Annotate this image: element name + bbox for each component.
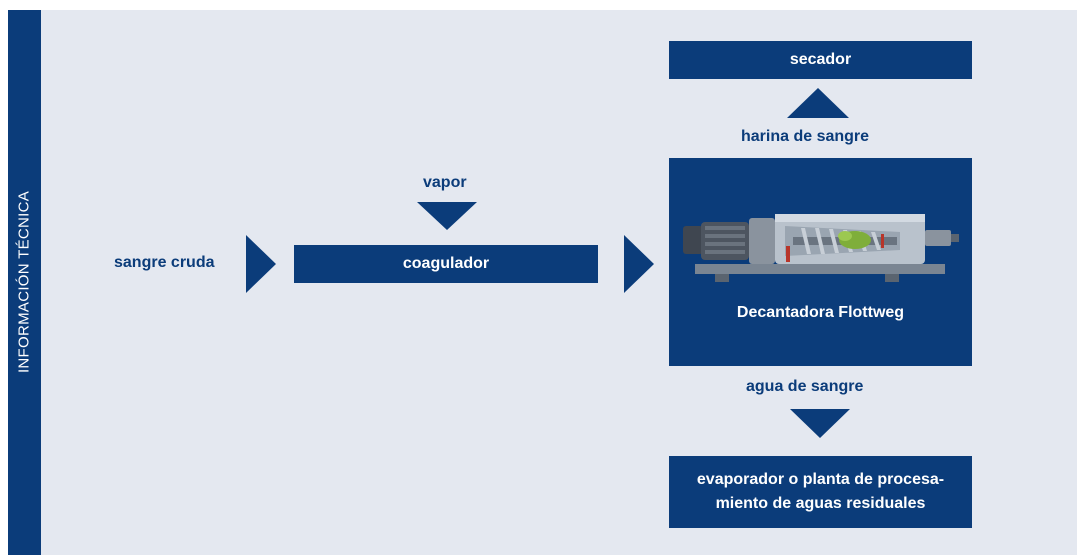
decanter-label: Decantadora Flottweg (736, 304, 905, 321)
raw-blood-arrow-icon (246, 235, 276, 293)
evaporator-label-line2: miento de aguas residuales (715, 495, 926, 512)
raw-blood-label: sangre cruda (114, 254, 215, 271)
coagulator-to-decanter-arrow-icon (624, 235, 654, 293)
dryer-box: secador (669, 41, 972, 79)
steam-label: vapor (423, 174, 467, 191)
to-dryer-arrow-icon (787, 88, 849, 118)
blood-meal-label: harina de sangre (741, 128, 870, 145)
evaporator-box: evaporador o planta de procesa- miento d… (669, 456, 972, 528)
blood-water-label: agua de sangre (746, 378, 864, 395)
side-label: INFORMACIÓN TÉCNICA (15, 190, 33, 374)
to-evaporator-arrow-icon (790, 409, 850, 438)
decanter-machine-icon (675, 206, 965, 288)
evaporator-label-line1: evaporador o planta de procesa- (696, 471, 945, 488)
side-bar (8, 10, 41, 555)
steam-arrow-icon (417, 202, 477, 230)
coagulator-box: coagulador (294, 245, 598, 283)
